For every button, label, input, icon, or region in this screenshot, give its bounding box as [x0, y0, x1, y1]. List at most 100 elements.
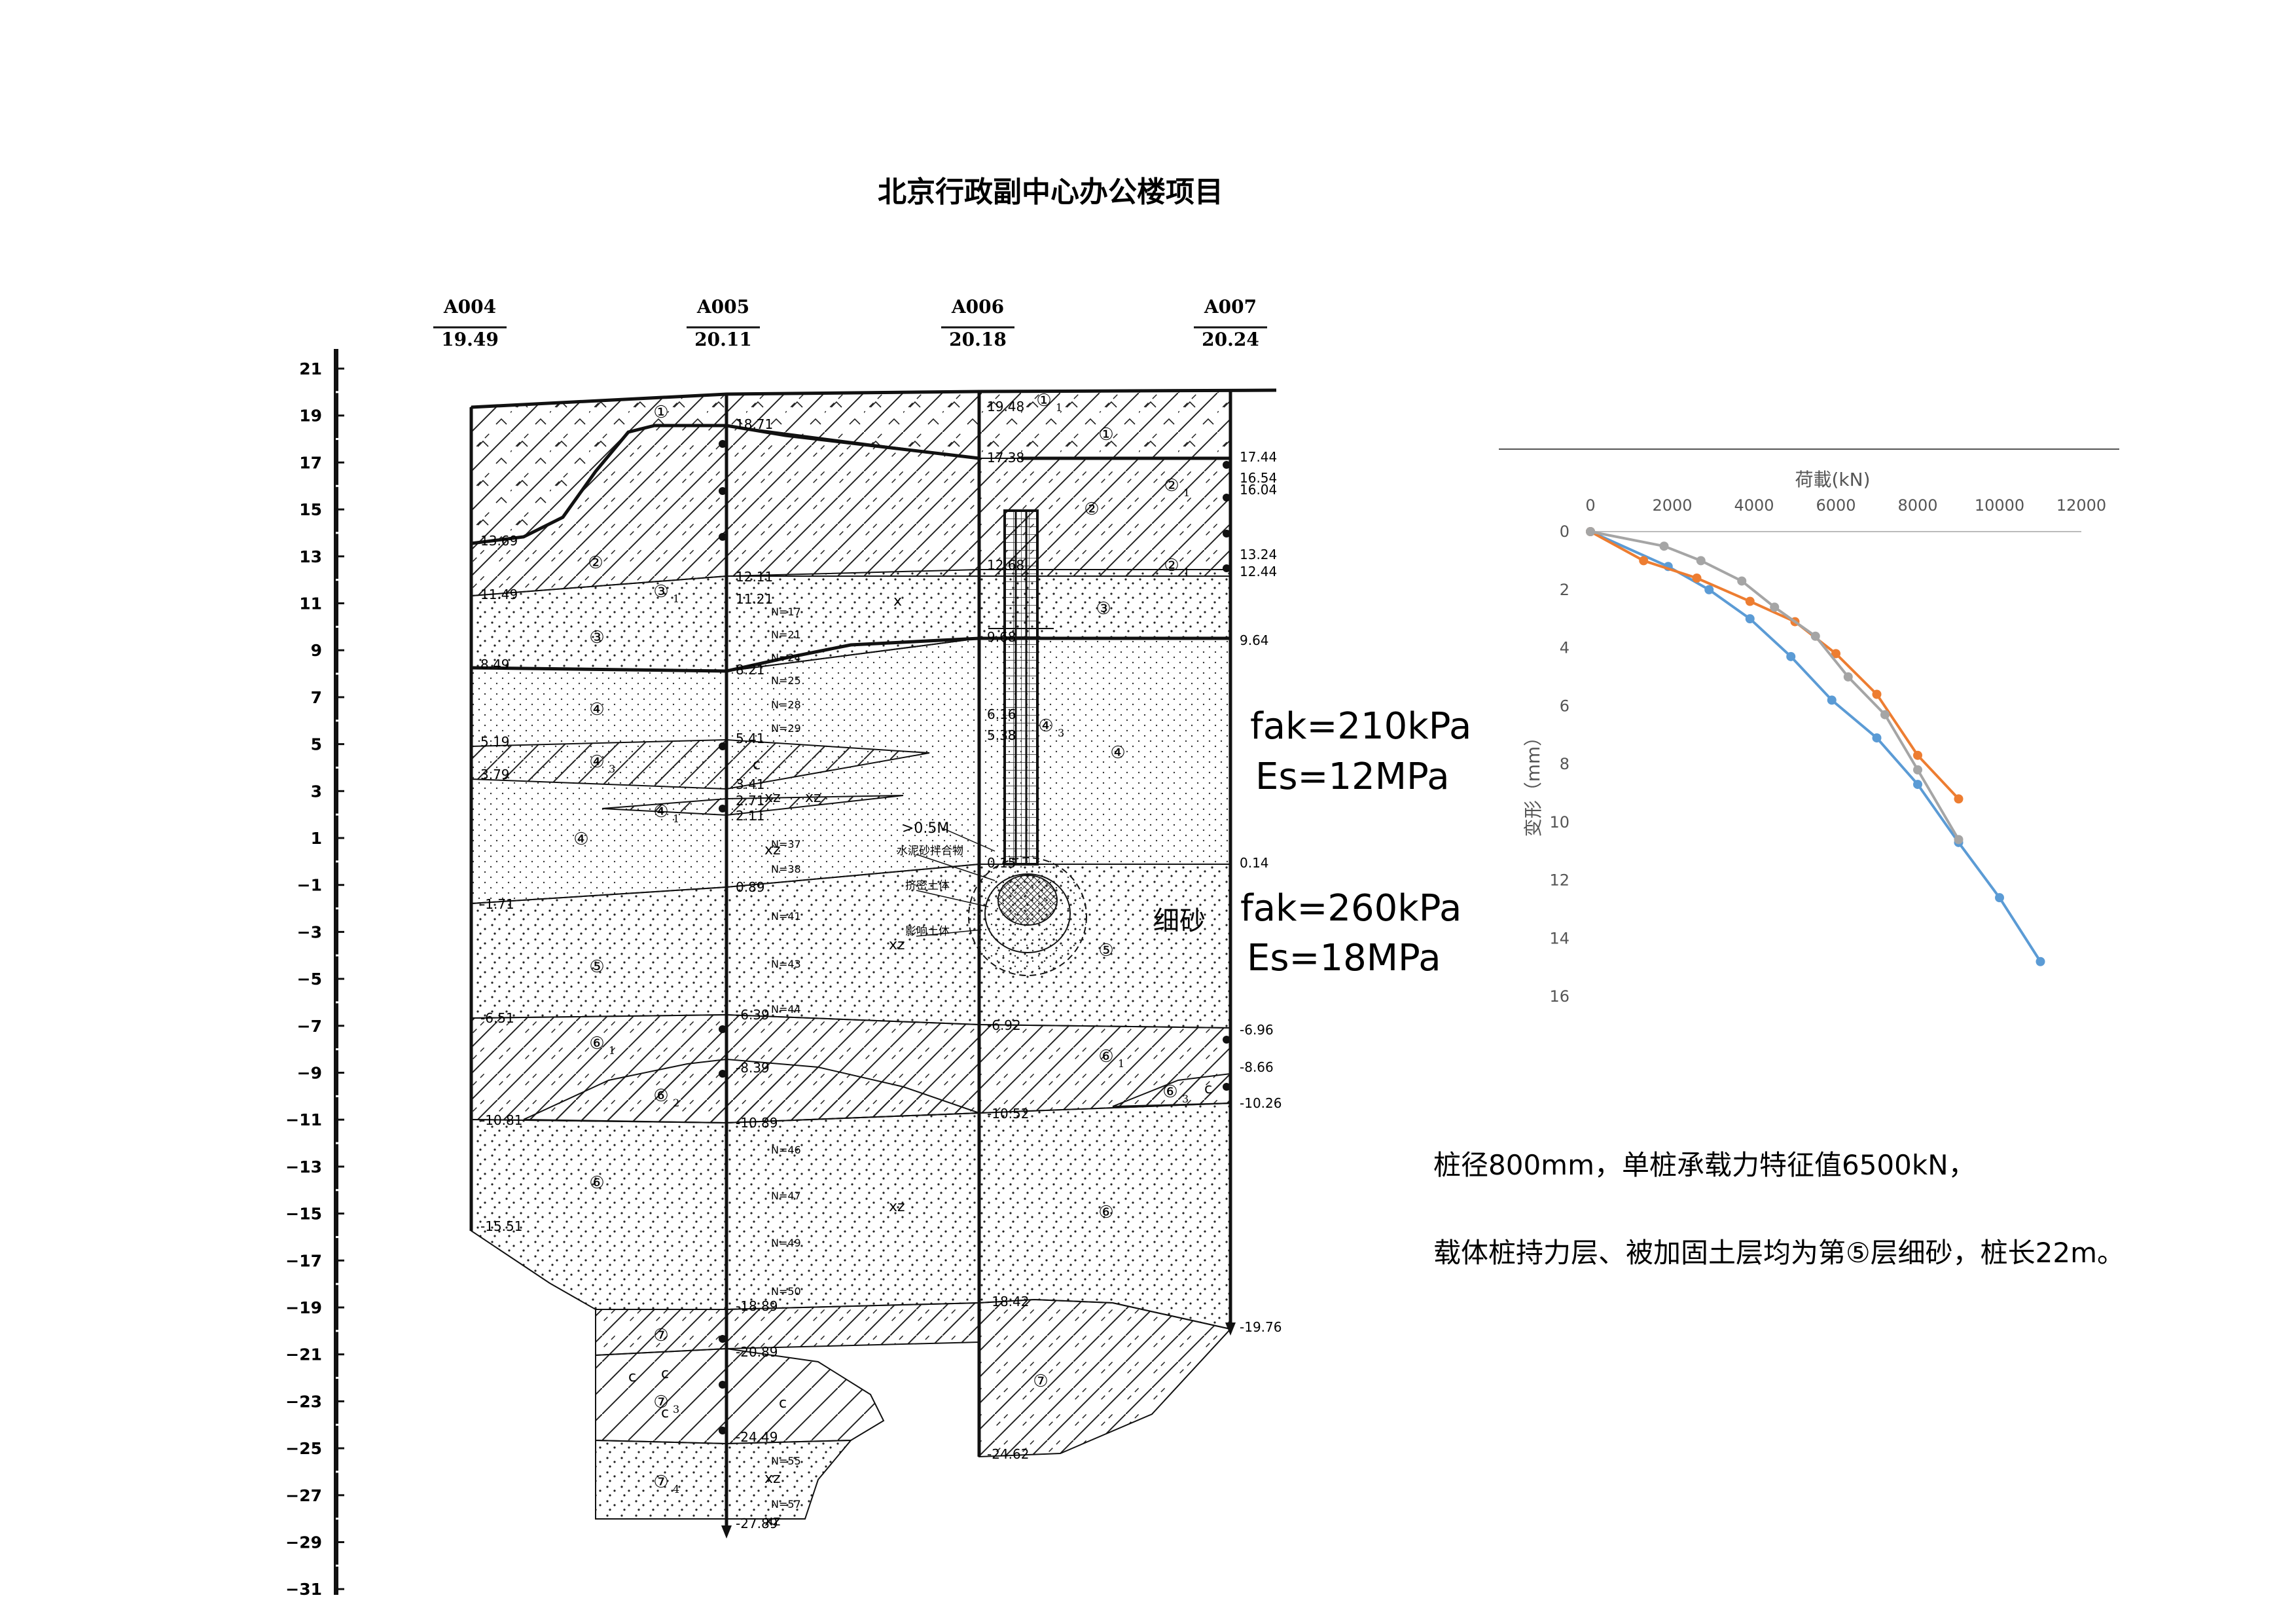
layer-sub-index: 1 — [1056, 401, 1062, 414]
depth-label: 6.16 — [987, 706, 1016, 722]
scale-label: 7 — [311, 688, 322, 707]
pile-note-mix: 水泥砂拌合物 — [897, 845, 963, 858]
layer-sub-index: 4 — [673, 1483, 679, 1495]
chart-data-point — [1745, 596, 1755, 606]
depth-label: 16.04 — [1240, 482, 1277, 498]
chart-y-tick-label: 10 — [1549, 813, 1570, 831]
spt-n-value: N=24 — [771, 651, 801, 664]
chart-x-tick-label: 6000 — [1816, 496, 1856, 515]
layer-sub-index: 3 — [673, 1403, 679, 1415]
layer-sub-index: 3 — [609, 763, 615, 775]
scale-label: 3 — [311, 782, 322, 801]
depth-label: 0.89 — [736, 879, 765, 895]
depth-label: -15.51 — [480, 1218, 522, 1234]
depth-label: 19.48 — [987, 399, 1024, 414]
chart-data-point — [1737, 576, 1747, 586]
layer-label: ⑤ — [1098, 941, 1113, 960]
borehole-elevation: 19.49 — [441, 329, 499, 350]
depth-label: 0.15 — [987, 855, 1016, 871]
scale-label: −13 — [285, 1158, 322, 1176]
soil-marks: x xz xz xz xz xz xz xz c c c c c c 细砂 >0… — [628, 593, 1212, 1529]
spt-n-value: N=21 — [771, 629, 801, 641]
borehole-header-a005: A005 20.11 — [687, 296, 760, 350]
chart-y-tick-label: 6 — [1560, 697, 1570, 715]
spt-n-value: N=50 — [771, 1285, 801, 1298]
borehole-header-a007: A007 20.24 — [1194, 296, 1267, 350]
scale-label: −29 — [285, 1533, 322, 1552]
spt-n-value: N=47 — [771, 1190, 801, 1202]
chart-data-point — [1827, 695, 1837, 705]
layer-label: ⑦ — [653, 1393, 668, 1412]
soil-mark-xz: xz — [764, 790, 781, 806]
layer-label: ④ — [589, 700, 604, 720]
layer-label: ⑦ — [653, 1472, 668, 1492]
depth-label: 13.69 — [480, 533, 518, 549]
soil-mark-xz: xz — [889, 1199, 905, 1215]
layer-sub-index: 1 — [1183, 486, 1190, 499]
spt-n-value: N=37 — [771, 838, 801, 850]
layer-sub-index: 3 — [1182, 1093, 1189, 1105]
spt-n-value: N=43 — [771, 958, 801, 970]
spt-n-value: N=25 — [771, 674, 801, 687]
layer-sub-index: 2 — [673, 1097, 679, 1109]
soil-mark-xz: xz — [764, 842, 781, 858]
soil-mark-c: c — [1204, 1081, 1212, 1097]
depth-label: -18.89 — [736, 1298, 778, 1314]
scale-label: 11 — [299, 594, 322, 613]
chart-y-tick-label: 0 — [1560, 522, 1570, 541]
scale-label: −23 — [285, 1392, 322, 1411]
borehole-elevation: 20.11 — [694, 329, 752, 350]
scale-label: −11 — [285, 1110, 322, 1129]
chart-data-point — [1843, 672, 1853, 682]
layer-label: ① — [653, 403, 668, 422]
soil-mark-xz: xz — [889, 937, 905, 953]
layer-label: ⑥ — [653, 1086, 668, 1106]
depth-label: 3.79 — [480, 767, 510, 782]
scale-label: −9 — [297, 1064, 322, 1083]
scale-label: 21 — [299, 359, 322, 378]
chart-data-point — [1810, 631, 1820, 641]
spt-n-value: N=44 — [771, 1003, 801, 1015]
chart-data-point — [1995, 893, 2004, 903]
depth-labels: 13.6911.498.495.193.79-1.71-6.51-10.81-1… — [480, 399, 1282, 1531]
chart-y-tick-label: 16 — [1549, 987, 1570, 1006]
chart-data-point — [1913, 750, 1922, 760]
chart-series — [1586, 527, 2045, 966]
chart-data-point — [1770, 602, 1780, 612]
chart-data-point — [1692, 574, 1702, 583]
depth-label: 9.64 — [1240, 632, 1269, 648]
layer-sub-index: 1 — [1118, 1057, 1124, 1070]
depth-label: 17.38 — [987, 450, 1024, 465]
chart-y-tick-label: 14 — [1549, 929, 1570, 947]
depth-label: -24.49 — [736, 1429, 778, 1445]
soil-parameters: fak=210kPa Es=12MPa fak=260kPa Es=18MPa — [1240, 705, 1471, 979]
soil-mark-xz: xz — [805, 790, 821, 806]
depth-label: 13.24 — [1240, 547, 1277, 562]
chart-x-tick-label: 10000 — [1975, 496, 2024, 515]
pile-description: 桩径800mm，单桩承载力特征值6500kN， 载体桩持力层、被加固土层均为第⑤… — [1433, 1149, 2125, 1269]
bearing-body — [997, 875, 1058, 926]
layer-sub-index: 1 — [1183, 566, 1190, 579]
chart-data-point — [1704, 585, 1714, 594]
layer-label: ⑥ — [589, 1173, 604, 1193]
chart-series-line — [1590, 530, 2042, 962]
depth-label: 5.41 — [736, 731, 765, 746]
chart-data-point — [1954, 794, 1964, 804]
chart-y-tick-label: 2 — [1560, 581, 1570, 599]
description-line-1: 桩径800mm，单桩承载力特征值6500kN， — [1433, 1149, 1976, 1181]
chart-x-tick-label: 8000 — [1897, 496, 1937, 515]
layer-label: ⑥ — [1098, 1203, 1113, 1222]
fak-layer4: fak=210kPa — [1250, 705, 1471, 748]
layer-sub-index: 1 — [673, 812, 679, 825]
chart-data-point — [1745, 614, 1755, 624]
scale-bar — [334, 349, 338, 1595]
layer-sub-index: 1 — [673, 593, 679, 605]
chart-x-tick-label: 0 — [1585, 496, 1595, 515]
scale-label: −1 — [297, 876, 322, 895]
chart-data-point — [1913, 780, 1922, 790]
layer-label: ④ — [653, 802, 668, 822]
chart-x-tick-label: 12000 — [2056, 496, 2106, 515]
layer-label: ② — [1164, 556, 1179, 575]
layer-label: ⑥ — [1098, 1047, 1113, 1067]
